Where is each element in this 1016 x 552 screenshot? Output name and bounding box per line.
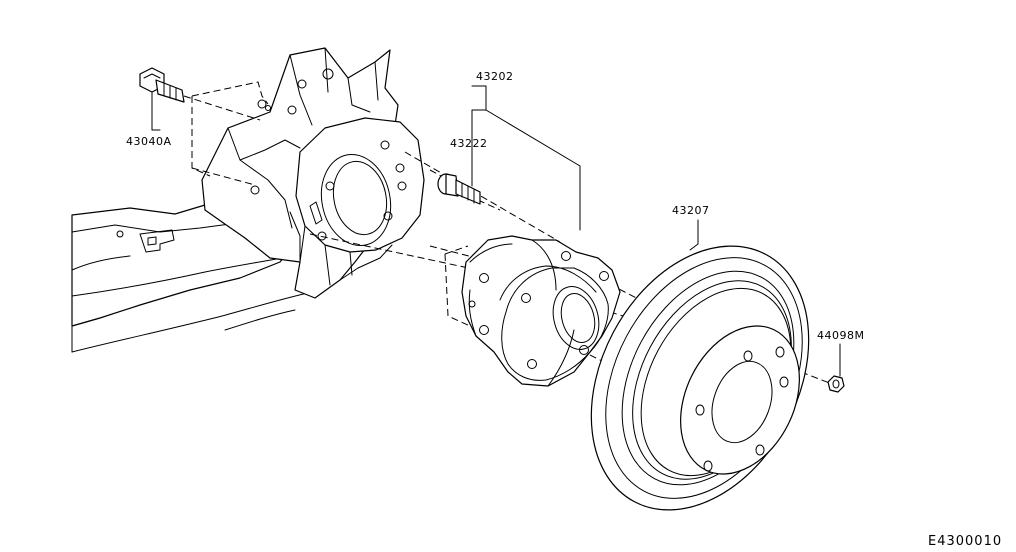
axle-beam-drawing [71, 47, 425, 353]
figure-code: E4300010 [928, 534, 1002, 549]
hub-assembly-43202-drawing [461, 235, 621, 387]
nut-44098m-drawing [827, 375, 845, 393]
hub-bolt-43222-drawing [437, 173, 481, 205]
bolt-43040a-drawing [139, 67, 185, 103]
leader-lines [151, 85, 841, 377]
label-43222: 43222 [450, 137, 488, 150]
label-44098m: 44098M [817, 329, 864, 342]
label-43207: 43207 [672, 204, 710, 217]
label-43202: 43202 [476, 70, 514, 83]
brake-rotor-43207-drawing [590, 245, 810, 511]
label-43040a: 43040A [126, 135, 172, 148]
